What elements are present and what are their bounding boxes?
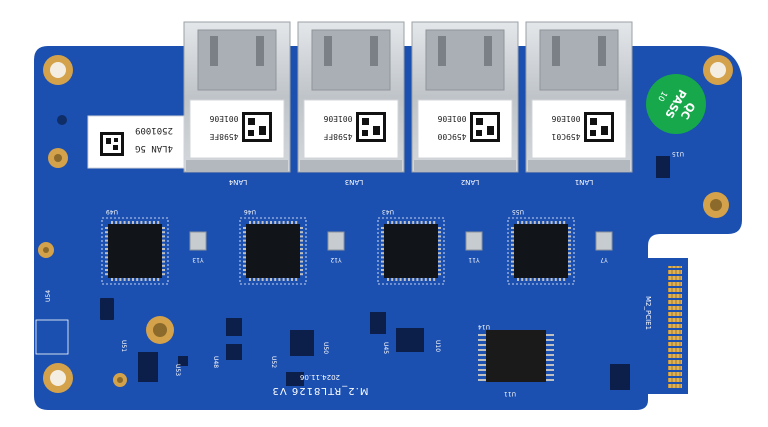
silk-board-name: M.2_RTL8126 V3 xyxy=(272,385,369,396)
port-sticker-qr xyxy=(470,112,500,142)
port-sticker-line2: 459C01 xyxy=(551,132,580,141)
port-sticker-line1: 001E06 xyxy=(437,114,466,123)
lan-label-4: LAN4 xyxy=(228,178,247,186)
port-sticker-line1: 001E06 xyxy=(209,114,238,123)
svg-text:Y12: Y12 xyxy=(330,256,342,263)
label-u10: U10 xyxy=(434,340,441,352)
phy-chip-u43: U43 xyxy=(377,208,445,285)
lan-label-2: LAN2 xyxy=(461,178,480,186)
label-u52: U52 xyxy=(270,356,277,368)
rj45-jack-2: 459C00 001E06 xyxy=(411,21,519,173)
misc-silk-labels: U54 U51 U48 U53 U52 U50 U45 U10 U11 U15 … xyxy=(45,150,684,397)
passive-components xyxy=(35,156,670,390)
label-u14: U14 xyxy=(478,323,490,330)
lan-label-1: LAN1 xyxy=(575,178,594,186)
crystal-y12: Y12 xyxy=(327,231,345,263)
chip-label: U49 xyxy=(106,208,118,215)
crystal-y7: Y7 xyxy=(595,231,613,263)
chip-label: U55 xyxy=(512,208,524,215)
rj45-jack-1: 459C01 001E06 xyxy=(525,21,633,173)
port-sticker-qr xyxy=(242,112,272,142)
controller-chip xyxy=(478,330,554,382)
label-u53: U53 xyxy=(174,364,181,376)
side-sticker-line2: 2501009 xyxy=(135,125,173,135)
silk-date: 2024.11.06 xyxy=(299,373,340,381)
label-u51: U51 xyxy=(120,340,127,352)
label-u11: U11 xyxy=(504,390,516,397)
svg-text:Y7: Y7 xyxy=(600,256,609,263)
port-sticker-line1: 001E06 xyxy=(551,114,580,123)
label-u45: U45 xyxy=(382,342,389,354)
port-sticker-qr xyxy=(584,112,614,142)
qc-pass-badge: QC PASS 10 xyxy=(646,74,706,134)
lan-label-3: LAN3 xyxy=(345,178,364,186)
qc-line3: 10 xyxy=(656,90,669,103)
side-sticker: 4LAN 5G 2501009 xyxy=(87,115,185,169)
svg-text:Y11: Y11 xyxy=(468,256,480,263)
svg-text:Y13: Y13 xyxy=(192,256,204,263)
lan-labels: LAN4 LAN3 LAN2 LAN1 xyxy=(228,178,593,186)
crystal-y13: Y13 xyxy=(189,231,207,263)
phy-chip-u55: U55 xyxy=(507,208,575,285)
port-sticker-line2: 4598FE xyxy=(209,132,238,141)
crystal-y11: Y11 xyxy=(465,231,483,263)
chip-label: U43 xyxy=(382,208,394,215)
rj45-jacks: 4598FE001E064598FF001E06459C00001E06459C… xyxy=(183,21,633,173)
rj45-jack-3: 4598FF 001E06 xyxy=(297,21,405,173)
label-u15: U15 xyxy=(672,150,684,157)
side-sticker-line1: 4LAN 5G xyxy=(135,143,173,153)
port-sticker-line1: 001E06 xyxy=(323,114,352,123)
label-u54: U54 xyxy=(45,290,52,302)
port-sticker-line2: 4598FF xyxy=(323,132,352,141)
chip-label: U46 xyxy=(244,208,256,215)
side-sticker-qr xyxy=(100,132,124,156)
phy-chip-u46: U46 xyxy=(239,208,307,285)
rj45-jack-4: 4598FE 001E06 xyxy=(183,21,291,173)
label-u50: U50 xyxy=(322,342,329,354)
m2-gold-fingers xyxy=(668,266,682,388)
mounting-holes xyxy=(38,55,733,393)
port-sticker-line2: 459C00 xyxy=(437,132,466,141)
connector-label: M2_PCIE1 xyxy=(644,296,652,330)
port-sticker-qr xyxy=(356,112,386,142)
phy-chip-u49: U49 xyxy=(101,208,169,285)
label-u48: U48 xyxy=(212,356,219,368)
